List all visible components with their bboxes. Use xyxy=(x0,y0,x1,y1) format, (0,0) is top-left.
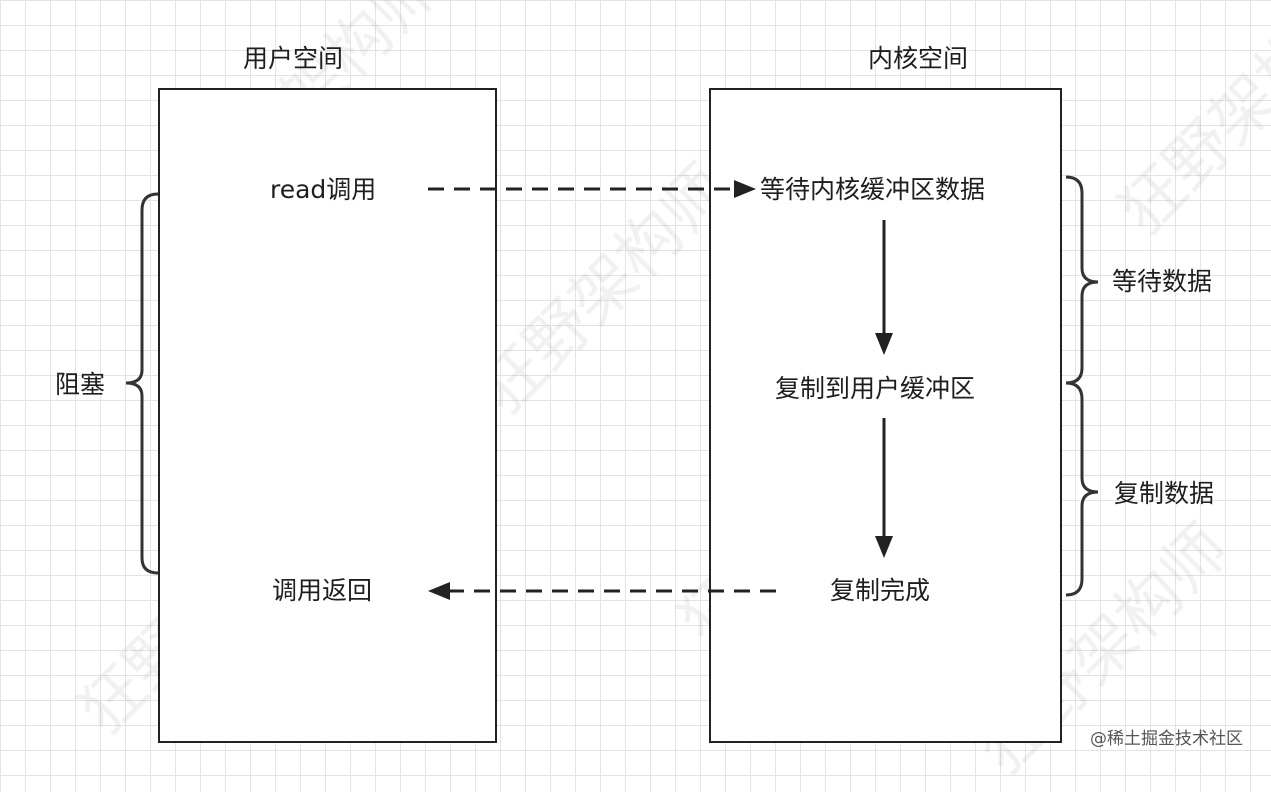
copy-done-label: 复制完成 xyxy=(830,576,931,605)
waiting-data-label: 等待数据 xyxy=(1112,267,1213,296)
user-space-box xyxy=(158,88,497,743)
waiting-data-brace xyxy=(1065,175,1099,385)
copying-data-brace xyxy=(1065,381,1099,597)
diagram-connectors xyxy=(125,175,1099,600)
kernel-space-box xyxy=(709,88,1062,743)
blocking-label: 阻塞 xyxy=(55,370,106,399)
wait-to-copy-arrowhead xyxy=(875,333,893,355)
read-call-label: read调用 xyxy=(270,175,377,204)
wait-kernel-buffer-label: 等待内核缓冲区数据 xyxy=(760,175,986,204)
copy-to-done-arrowhead xyxy=(875,536,893,558)
read-request-arrowhead xyxy=(734,180,756,198)
blocking-brace xyxy=(125,192,159,575)
kernel-space-header: 内核空间 xyxy=(868,44,969,73)
copy-to-user-buffer-label: 复制到用户缓冲区 xyxy=(775,374,976,403)
credit-text: @稀土掘金技术社区 xyxy=(1090,729,1243,749)
call-return-label: 调用返回 xyxy=(272,576,373,605)
user-space-header: 用户空间 xyxy=(243,44,344,73)
copying-data-label: 复制数据 xyxy=(1114,479,1215,508)
return-arrowhead xyxy=(428,582,450,600)
